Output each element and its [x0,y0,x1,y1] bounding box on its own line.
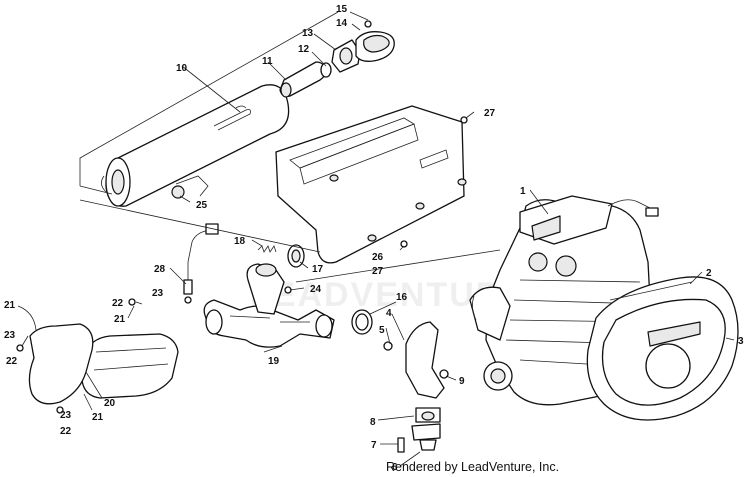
callout-28: 28 [154,264,166,275]
callout-21c: 21 [92,412,104,423]
callout-12: 12 [298,44,310,55]
callout-22a: 22 [6,356,18,367]
exhaust-header-part [203,263,335,348]
rear-heat-shield-part [81,333,179,399]
callout-7: 7 [371,440,377,451]
callout-17: 17 [312,264,324,275]
callout-9: 9 [459,376,465,387]
callout-2: 2 [706,268,712,279]
callout-21a: 21 [4,300,16,311]
callout-23b: 23 [152,288,164,299]
gasket-part [331,39,361,73]
callout-15: 15 [336,4,348,15]
exhaust-tube-part [279,61,327,98]
clutch-cover-part [586,276,739,421]
callout-10: 10 [176,63,188,74]
muffler-part [101,84,290,207]
oxygen-sensor-part [183,223,219,304]
callout-23a: 23 [4,330,16,341]
callout-19: 19 [268,356,280,367]
callout-13: 13 [302,28,314,39]
gasket-ring-part [351,309,373,335]
seal-ring-part [287,244,305,268]
bracket-part [383,321,449,453]
lower-heat-shield-part [28,323,94,405]
callout-26: 26 [372,252,384,263]
callout-3: 3 [738,336,744,347]
flange-part [355,31,395,62]
callout-11: 11 [262,56,273,67]
render-credit: Rendered by LeadVenture, Inc. [386,460,559,474]
callout-1: 1 [520,186,526,197]
leader-lines [17,11,735,467]
bolt-part [364,20,372,28]
callout-8: 8 [370,417,376,428]
callout-labels: 1 2 3 4 5 6 7 8 9 10 11 12 13 14 15 16 1… [4,4,744,473]
callout-23c: 23 [60,410,72,421]
callout-5: 5 [379,325,385,336]
callout-18: 18 [234,236,246,247]
callout-20: 20 [104,398,116,409]
fasteners [16,116,468,414]
callout-14: 14 [336,18,348,29]
callout-21b: 21 [114,314,126,325]
callout-24: 24 [310,284,322,295]
callout-22b: 22 [112,298,124,309]
callout-25: 25 [196,200,208,211]
callout-22c: 22 [60,426,72,437]
spring-part [257,245,277,253]
callout-4: 4 [386,308,392,319]
heat-shield-part [275,105,467,264]
callout-6: 6 [392,462,398,473]
callout-27b: 27 [372,266,384,277]
o-ring-part [320,62,332,78]
callout-16: 16 [396,292,408,303]
callout-27a: 27 [484,108,496,119]
